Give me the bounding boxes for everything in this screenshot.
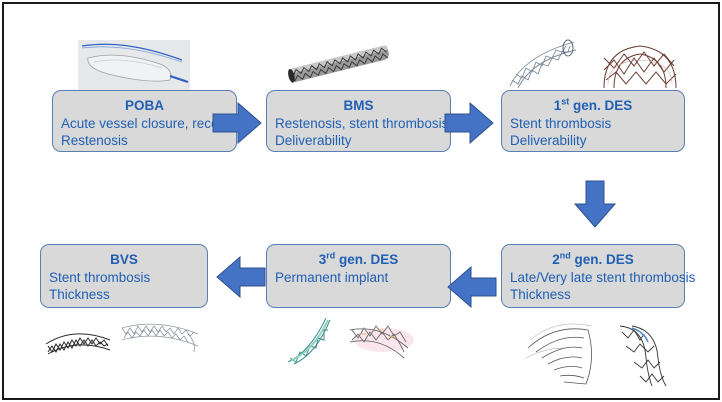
arrow-left-third-gen-des-to-bvs: [216, 256, 266, 298]
bare-metal-stent-image: [288, 45, 389, 83]
bvs-title: BVS: [110, 252, 138, 267]
first-gen-des-box: 1st gen. DES Stent thrombosis Deliverabi…: [501, 90, 685, 152]
first-gen-des-title: 1st gen. DES: [553, 96, 633, 113]
bms-limitation-1: Restenosis, stent thrombosis: [275, 116, 449, 131]
bvs-limitation-1: Stent thrombosis: [49, 270, 151, 285]
third-gen-des-image: [287, 317, 414, 365]
arrow-right-bms-to-first-gen-des: [444, 102, 494, 144]
first-gen-des-limitation-2: Deliverability: [510, 133, 587, 148]
third-gen-des-box: 3rd gen. DES Permanent implant: [266, 244, 451, 308]
bvs-box: BVS Stent thrombosis Thickness: [40, 244, 208, 308]
bms-limitation-2: Deliverability: [275, 133, 352, 148]
bioresorbable-scaffold-image: [45, 323, 199, 355]
poba-box: POBA Acute vessel closure, recoil Resten…: [52, 90, 237, 152]
bms-title: BMS: [343, 98, 374, 113]
poba-limitation-1: Acute vessel closure, recoil: [61, 116, 225, 131]
arrow-left-second-to-third-gen-des: [447, 266, 497, 308]
first-gen-des-limitation-1: Stent thrombosis: [510, 116, 612, 131]
bms-box: BMS Restenosis, stent thrombosis Deliver…: [266, 90, 451, 152]
balloon-catheter-image: [78, 40, 190, 92]
second-gen-des-box: 2nd gen. DES Late/Very late stent thromb…: [501, 244, 696, 308]
second-gen-des-title: 2nd gen. DES: [552, 250, 634, 267]
poba-title: POBA: [124, 98, 164, 113]
arrow-down-first-to-second-gen-des: [574, 180, 616, 228]
poba-limitation-2: Restenosis: [61, 133, 128, 148]
third-gen-des-limitation-1: Permanent implant: [275, 270, 389, 285]
second-gen-des-limitation-1: Late/Very late stent thrombosis: [510, 270, 696, 285]
bvs-limitation-2: Thickness: [49, 287, 110, 302]
third-gen-des-title: 3rd gen. DES: [318, 250, 399, 267]
arrow-right-poba-to-bms: [212, 102, 262, 144]
first-gen-des-image: [509, 39, 677, 89]
second-gen-des-image: [525, 323, 667, 387]
second-gen-des-limitation-2: Thickness: [510, 287, 571, 302]
